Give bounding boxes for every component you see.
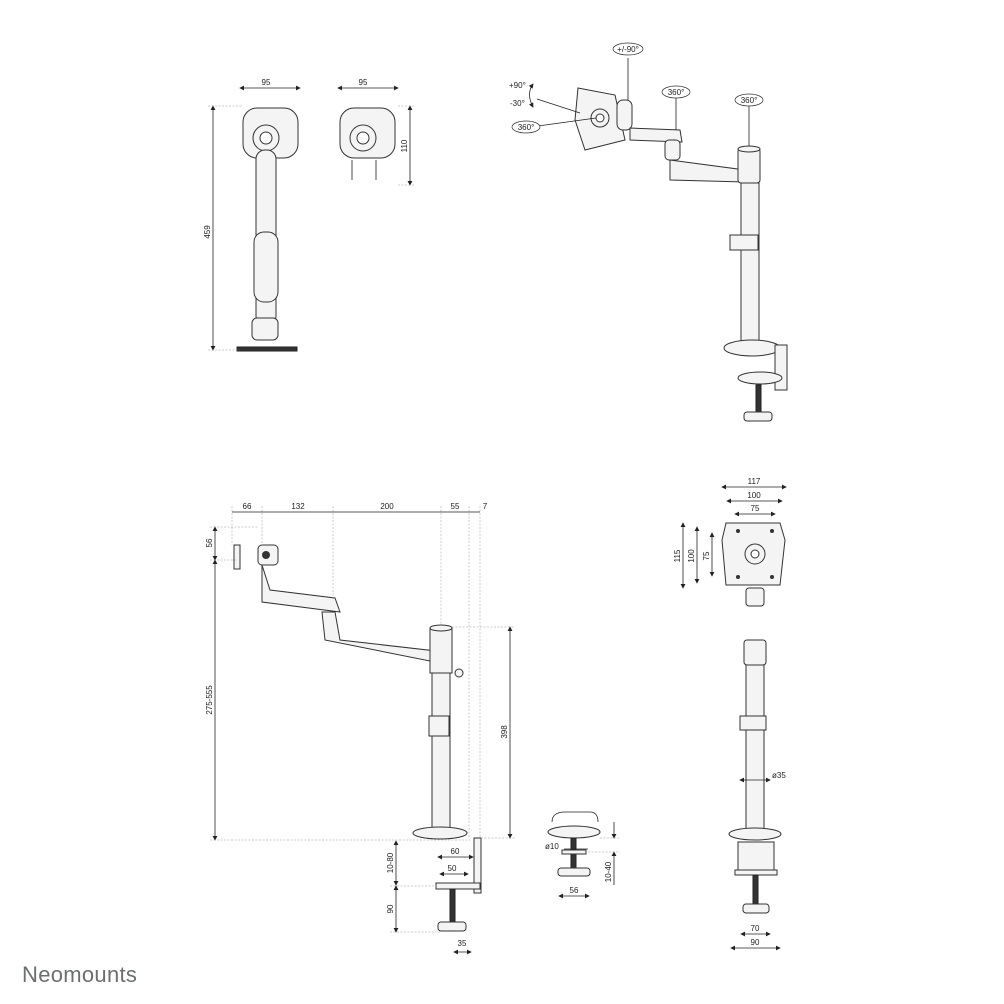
dim-height-range: 275-555: [205, 685, 214, 715]
dim-35: 35: [458, 939, 467, 948]
front-view-bottom: 117 100 75 115 100 75 ø35 70 90: [673, 477, 787, 951]
dim-height-459: 459: [203, 225, 212, 239]
dim-vesa-75: 75: [751, 504, 760, 513]
dim-55: 55: [451, 502, 460, 511]
dim-width-95-a: 95: [262, 78, 271, 87]
dim-132: 132: [291, 502, 305, 511]
dim-vesa-100: 100: [747, 491, 761, 500]
isometric-view: +/-90° 360° 360° 360° +90° -30°: [509, 42, 788, 422]
dim-70: 70: [751, 924, 760, 933]
dim-vesa-h100: 100: [687, 549, 696, 563]
side-view: 66 132 200 55 7 56 275-555 398 60 50 10-…: [205, 502, 515, 955]
label-tilt-up: +90°: [509, 81, 526, 90]
dim-desk-range: 10-80: [386, 852, 395, 873]
dim-200: 200: [380, 502, 394, 511]
dim-117: 117: [748, 477, 761, 486]
dim-66: 66: [243, 502, 252, 511]
dim-90-width: 90: [751, 938, 760, 947]
label-swivel-arm: 360°: [668, 88, 685, 97]
dim-head-110: 110: [400, 139, 409, 152]
dim-56-grommet: 56: [570, 886, 579, 895]
dim-56: 56: [205, 538, 214, 547]
dim-398: 398: [500, 725, 509, 739]
dim-115: 115: [673, 549, 682, 562]
dim-pole-diameter: ø35: [772, 771, 786, 780]
dim-60: 60: [451, 847, 460, 856]
dim-vesa-h75: 75: [702, 551, 711, 560]
front-view-top: 459 95 95 110: [203, 78, 414, 352]
dim-width-95-b: 95: [359, 78, 368, 87]
top-dimension-chain: 66 132 200 55 7: [231, 502, 488, 838]
label-swivel-head: +/-90°: [617, 45, 639, 54]
label-rotation: 360°: [518, 123, 535, 132]
dim-desk-range-grommet: 10-40: [604, 861, 613, 882]
dim-7: 7: [483, 502, 488, 511]
dim-hole-diameter: ø10: [545, 842, 559, 851]
label-swivel-pole: 360°: [741, 96, 758, 105]
neomounts-logo: Neomounts: [22, 962, 138, 987]
dim-90: 90: [386, 904, 395, 913]
grommet-view: ø10 56 10-40: [545, 811, 620, 899]
dim-50: 50: [448, 864, 457, 873]
label-tilt-down: -30°: [510, 99, 525, 108]
